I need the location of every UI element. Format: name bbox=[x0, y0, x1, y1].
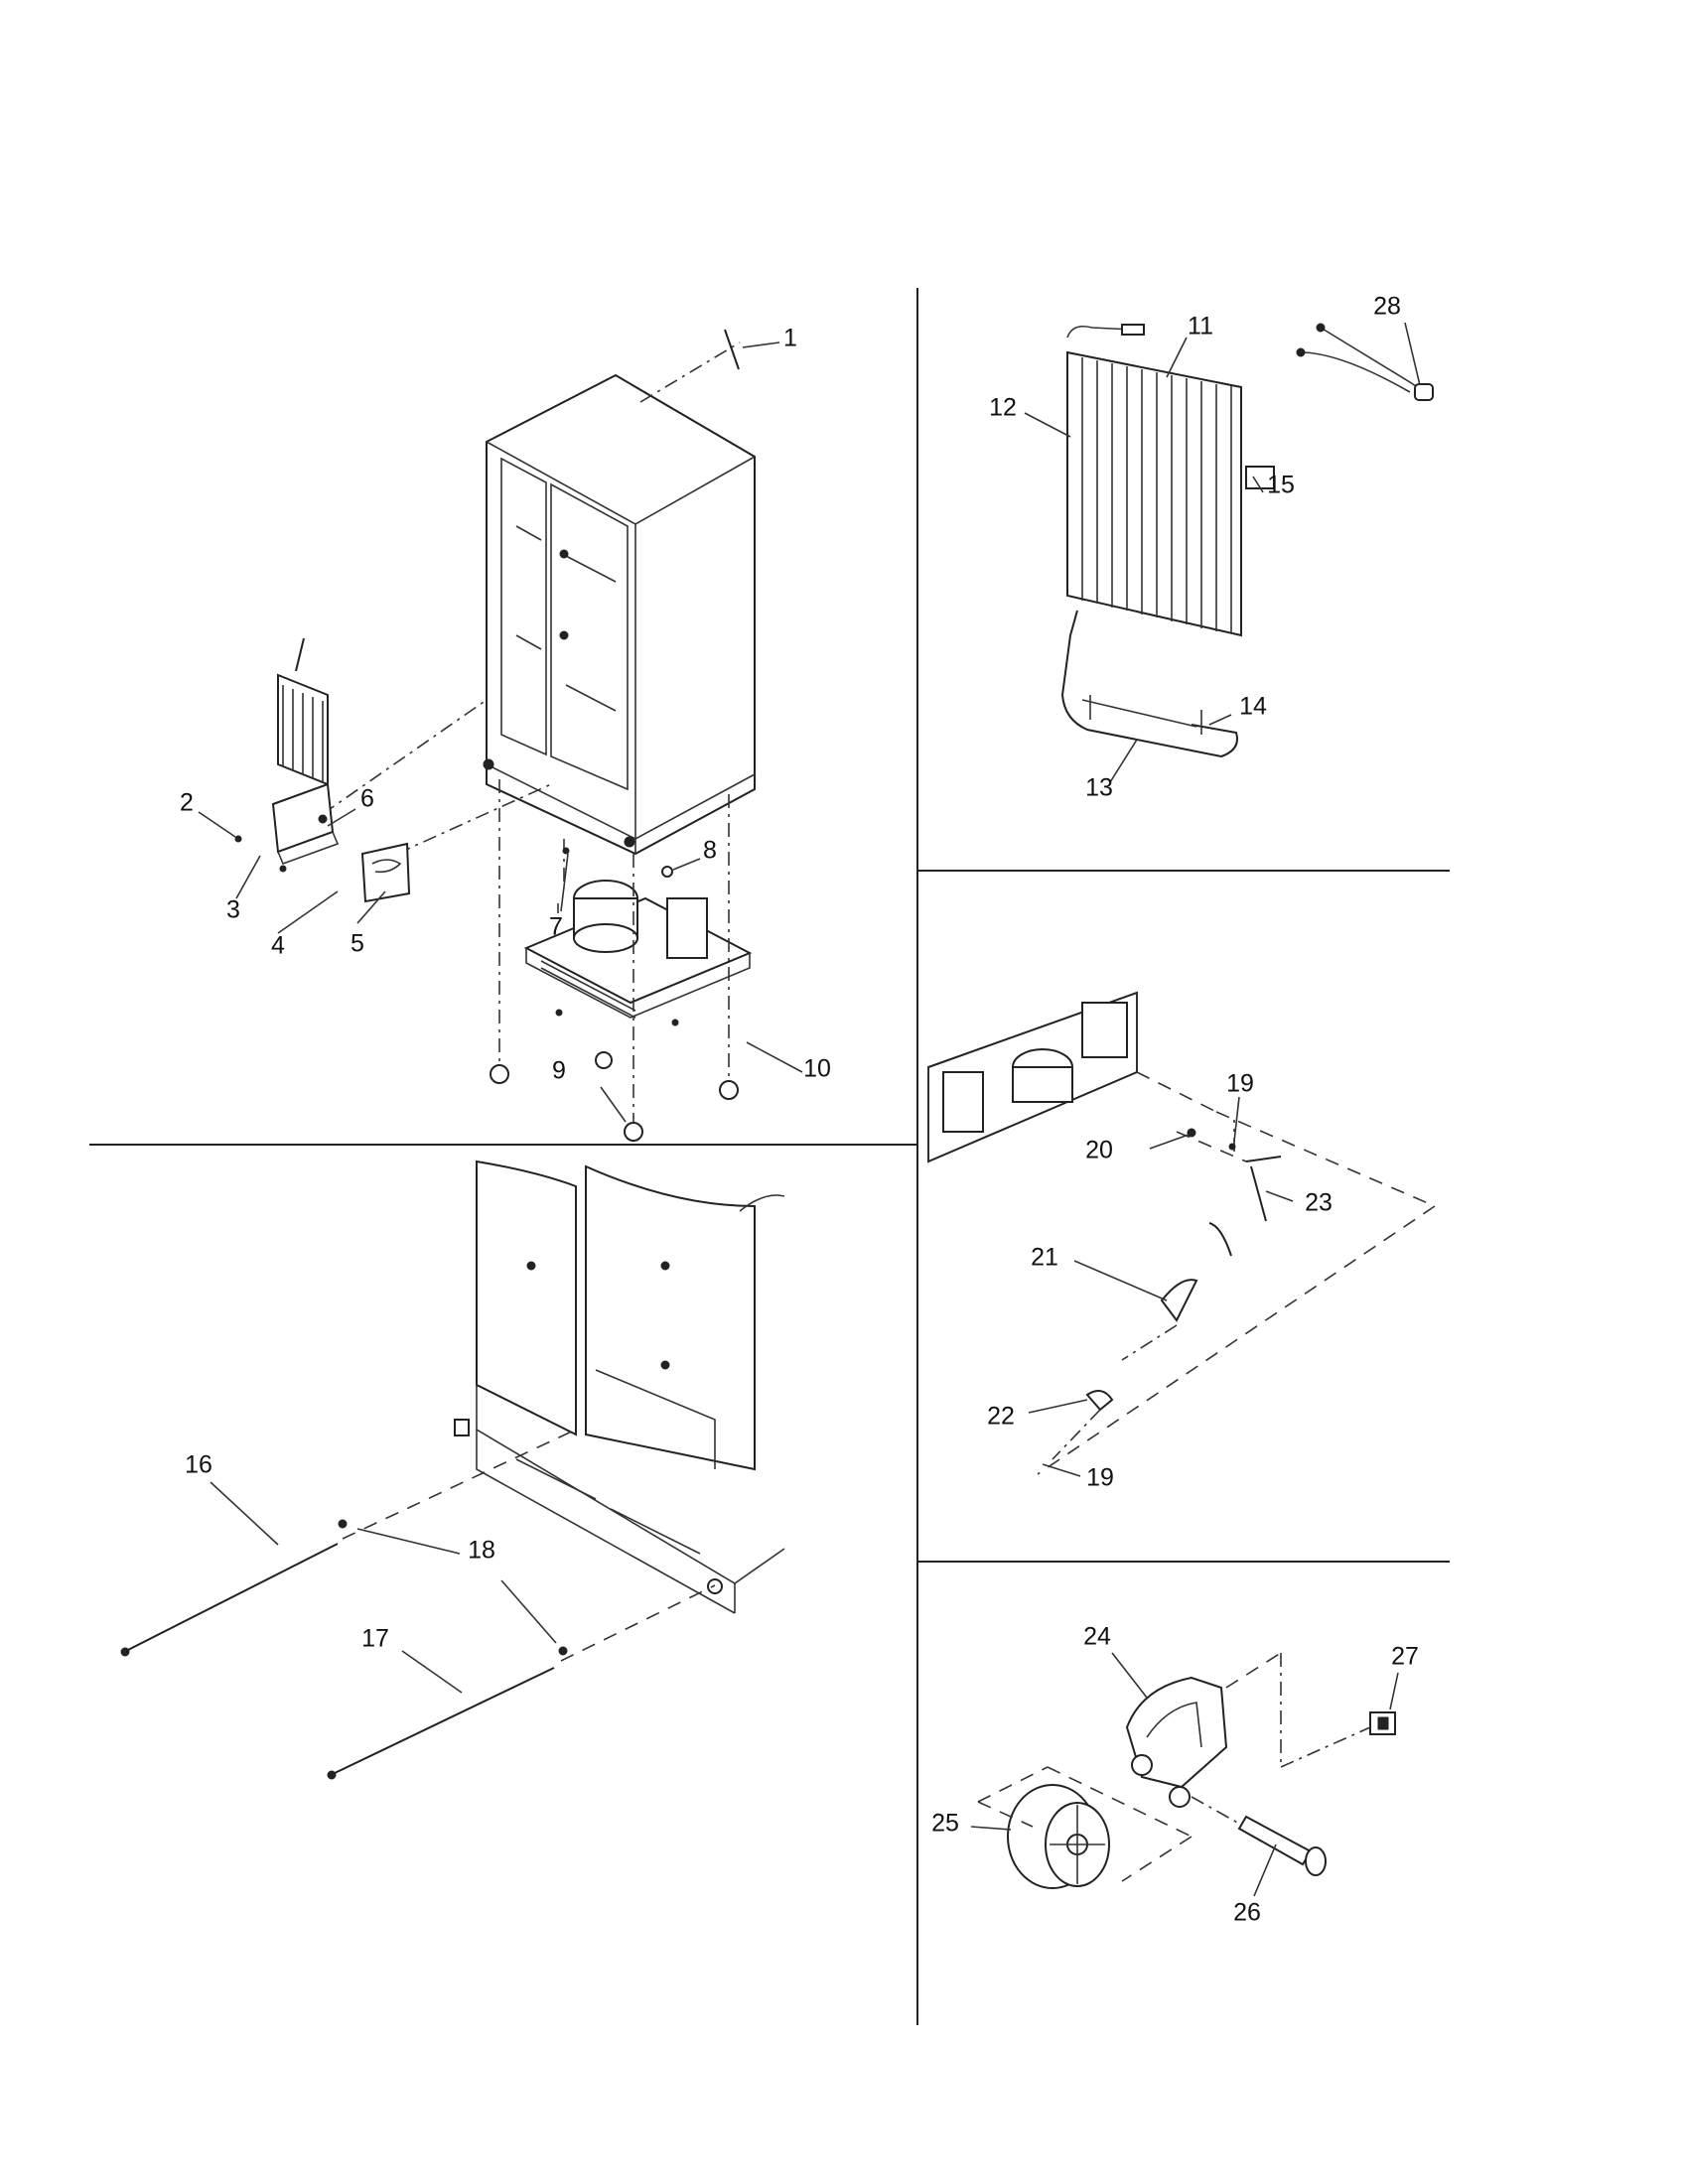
callout-7: 7 bbox=[549, 913, 563, 941]
callout-25: 25 bbox=[931, 1810, 959, 1838]
callout-27: 27 bbox=[1391, 1643, 1419, 1671]
cabinet-bottom-view bbox=[454, 1160, 785, 1614]
rod-16 bbox=[120, 1429, 577, 1657]
callout-17: 17 bbox=[361, 1625, 389, 1653]
callout-pointers-bottom-left bbox=[210, 1481, 557, 1694]
callout-22: 22 bbox=[987, 1403, 1015, 1431]
clip-part-5 bbox=[360, 842, 411, 903]
callout-16: 16 bbox=[185, 1451, 212, 1479]
leader-lines-bottom-right bbox=[977, 1652, 1371, 1882]
compressor-compartment bbox=[927, 991, 1138, 1163]
callout-28: 28 bbox=[1373, 293, 1401, 321]
callout-19-lower: 19 bbox=[1086, 1464, 1114, 1492]
drain-tube-21 bbox=[1160, 1222, 1232, 1322]
callout-21: 21 bbox=[1031, 1244, 1058, 1272]
callout-18: 18 bbox=[468, 1537, 495, 1565]
leader-lines-middle-right bbox=[1037, 1071, 1436, 1475]
rod-17 bbox=[327, 1584, 716, 1780]
callout-3: 3 bbox=[226, 896, 240, 924]
callout-8: 8 bbox=[703, 837, 717, 865]
callout-20: 20 bbox=[1085, 1137, 1113, 1164]
callout-11: 11 bbox=[1188, 313, 1213, 341]
callout-6: 6 bbox=[360, 785, 374, 813]
callout-14: 14 bbox=[1239, 693, 1267, 721]
callout-19-upper: 19 bbox=[1226, 1070, 1254, 1098]
callout-4: 4 bbox=[271, 932, 285, 960]
callout-pointers-middle-right bbox=[1028, 1096, 1294, 1477]
small-hardware bbox=[234, 329, 740, 1026]
callout-2: 2 bbox=[180, 789, 194, 817]
casters bbox=[490, 1064, 739, 1142]
callout-26: 26 bbox=[1233, 1899, 1261, 1927]
callout-15: 15 bbox=[1267, 472, 1295, 499]
callout-23: 23 bbox=[1305, 1189, 1333, 1217]
callout-5: 5 bbox=[351, 930, 364, 958]
wheel-25 bbox=[1007, 1784, 1110, 1889]
callout-pointers-top-left bbox=[198, 341, 803, 1123]
clip-27 bbox=[1369, 1711, 1396, 1735]
evaporator-coil bbox=[1060, 324, 1275, 758]
callout-1: 1 bbox=[783, 325, 797, 352]
callout-pointers-top-right bbox=[1024, 322, 1421, 783]
condenser-coil bbox=[277, 637, 329, 786]
callout-10: 10 bbox=[803, 1055, 831, 1083]
callout-13: 13 bbox=[1085, 774, 1113, 802]
compressor-assembly bbox=[523, 880, 753, 1069]
axle-pin-26 bbox=[1237, 1815, 1327, 1876]
clip-22 bbox=[1085, 1390, 1114, 1412]
thermistor-part-28 bbox=[1296, 323, 1434, 401]
panel-dividers bbox=[89, 288, 1450, 2025]
callout-pointers-bottom-right bbox=[970, 1652, 1399, 1897]
cabinet-assembly bbox=[483, 373, 756, 856]
caster-bracket-24 bbox=[1125, 1676, 1228, 1808]
rod-clips-18 bbox=[338, 1519, 568, 1656]
callout-12: 12 bbox=[989, 394, 1017, 422]
bracket-part-6 bbox=[271, 782, 340, 866]
callout-24: 24 bbox=[1083, 1623, 1111, 1651]
callout-9: 9 bbox=[552, 1057, 566, 1085]
tube-part-23 bbox=[1245, 1156, 1282, 1222]
callout-labels: 1 2 3 4 5 6 7 8 9 10 11 12 13 14 15 16 1… bbox=[180, 293, 1419, 1927]
